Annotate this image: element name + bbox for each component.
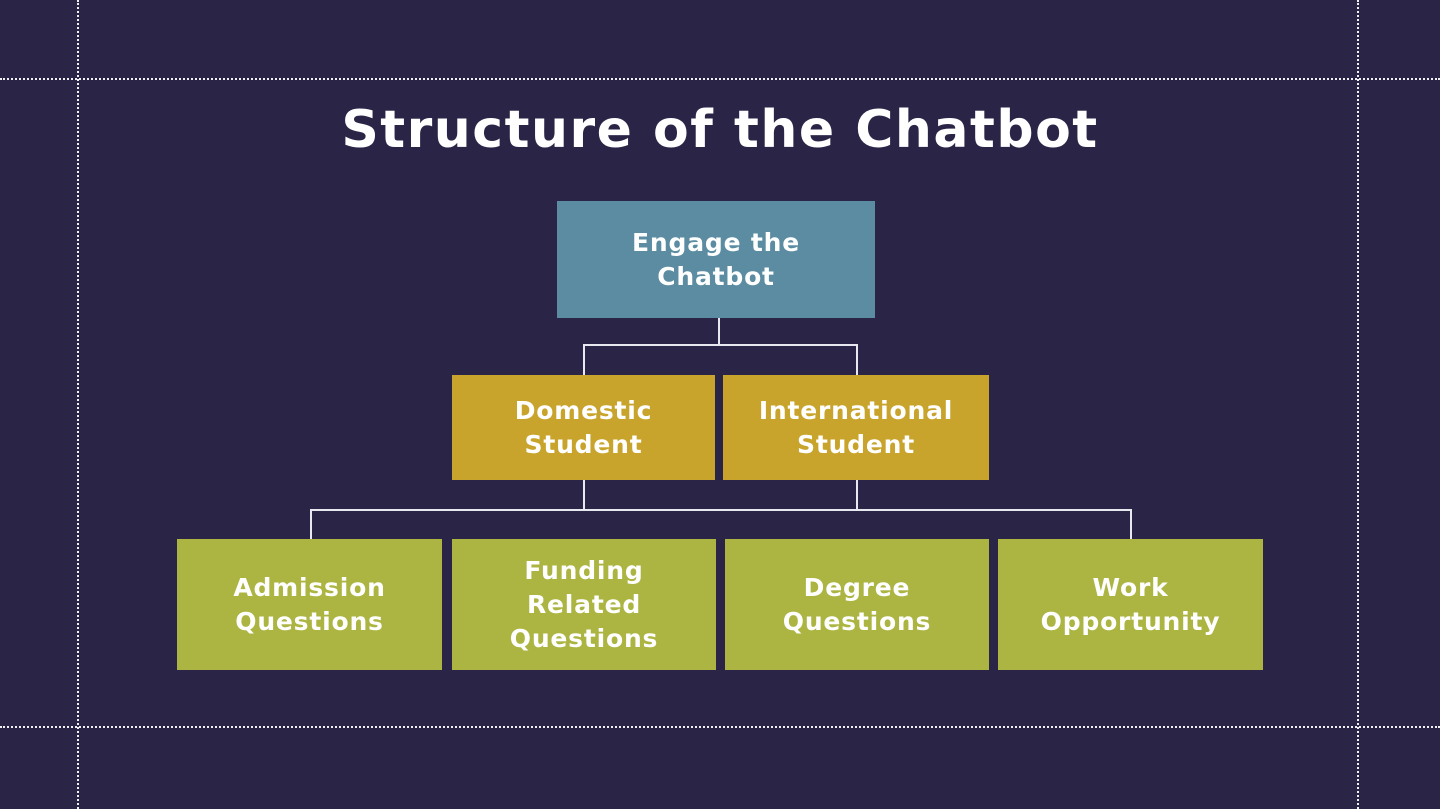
connector-drop-domestic <box>583 344 585 375</box>
node-degree-questions: Degree Questions <box>725 539 989 670</box>
connector-root-stem <box>718 318 720 346</box>
frame-dotted-line-left <box>77 0 79 809</box>
connector-rail-level2 <box>583 344 858 346</box>
frame-dotted-line-top <box>0 78 1440 80</box>
node-domestic-student: Domestic Student <box>452 375 715 480</box>
node-international-student: International Student <box>723 375 989 480</box>
node-work-opportunity: Work Opportunity <box>998 539 1263 670</box>
connector-stem-domestic <box>583 480 585 510</box>
node-engage-the-chatbot: Engage the Chatbot <box>557 201 875 318</box>
frame-dotted-line-right <box>1357 0 1359 809</box>
slide-title: Structure of the Chatbot <box>341 100 1099 160</box>
node-admission-questions: Admission Questions <box>177 539 442 670</box>
node-funding-related-questions: Funding Related Questions <box>452 539 716 670</box>
connector-stem-international <box>856 480 858 510</box>
connector-rail-level3 <box>310 509 1132 511</box>
frame-dotted-line-bottom <box>0 726 1440 728</box>
connector-drop-international <box>856 344 858 375</box>
connector-drop-admission <box>310 509 312 539</box>
connector-drop-work <box>1130 509 1132 539</box>
